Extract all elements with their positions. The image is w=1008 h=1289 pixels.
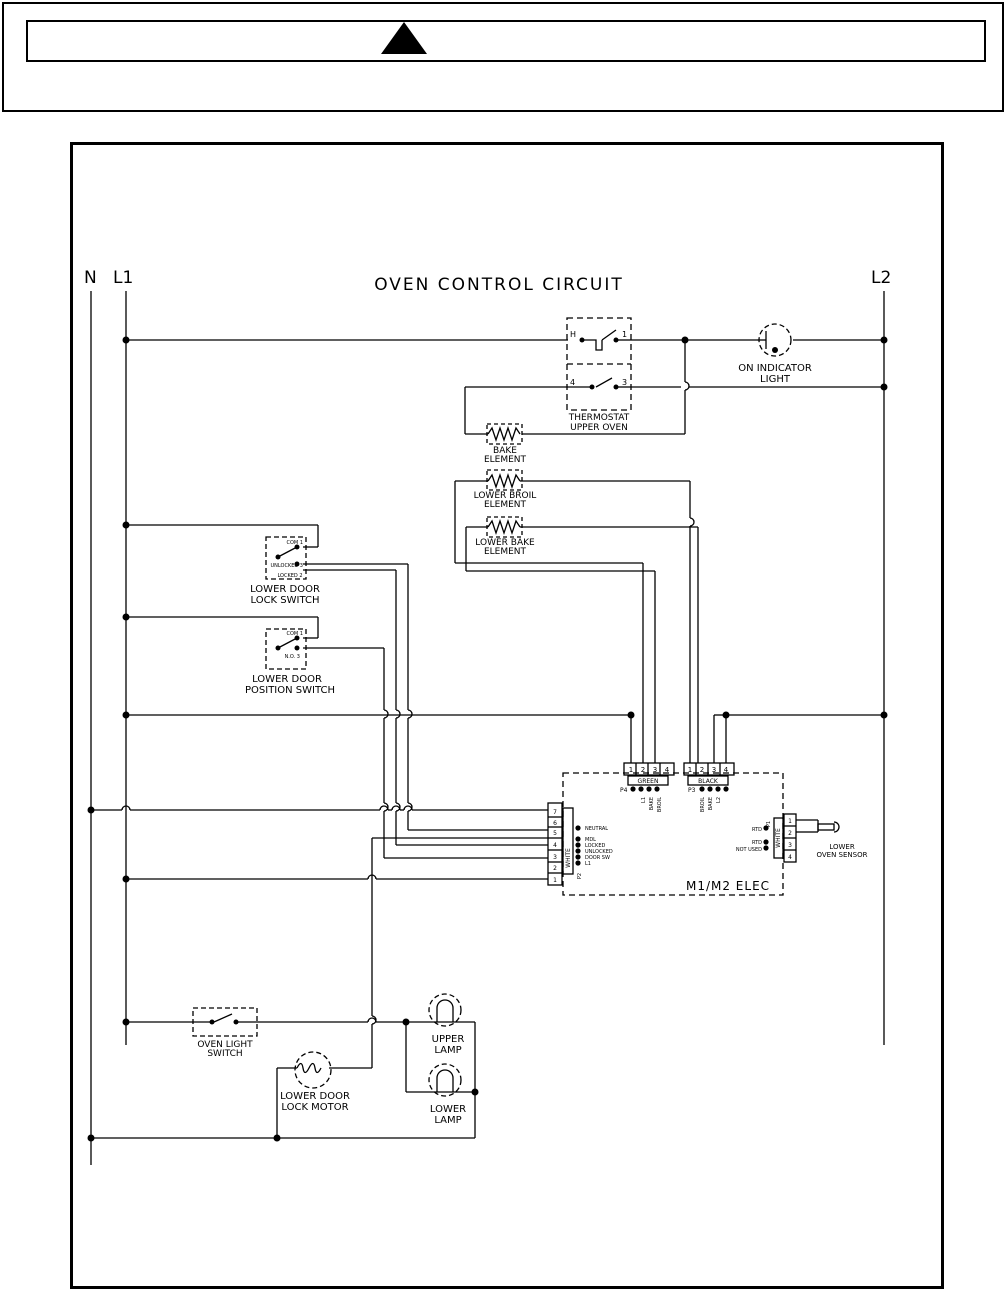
thermostat-sublabel: UPPER OVEN [570,423,628,433]
p2-pin-7: 7 [553,809,557,816]
lock-motor-icon [294,1051,332,1089]
p1-not-used: NOT USED [736,847,762,853]
position-switch-sublabel: POSITION SWITCH [245,685,335,696]
l2-bus-label: L2 [871,268,891,288]
bake-element-icon [487,425,521,443]
position-com-terminal: COM 1 [286,631,303,637]
p1-rtd-1: RTD [752,827,762,833]
sensor-sublabel: OVEN SENSOR [817,851,868,859]
p4-label: P4 [620,787,628,794]
p3-color: BLACK [698,778,719,785]
p1-pin-3: 3 [788,842,792,849]
p4-connector [623,762,675,776]
p3-pin-3: 3 [712,766,716,774]
lock-motor-label: LOWER DOOR [280,1091,350,1102]
lower-broil-sublabel: ELEMENT [484,500,527,510]
lock-com-terminal: COM 1 [286,540,303,546]
p2-signal-locked: LOCKED [585,843,605,849]
upper-lamp-label: UPPER [432,1034,465,1045]
door-lock-switch-box [265,536,307,580]
lower-bake-sublabel: ELEMENT [484,547,527,557]
p2-pin-4: 4 [553,842,557,849]
diagram-frame [70,142,944,1289]
p3-signal-l2: L2 [716,797,722,803]
lock-locked-terminal: LOCKED 2 [277,573,302,579]
thermostat-label: THERMOSTAT [568,413,630,423]
oven-light-switch-label: OVEN LIGHT [197,1040,253,1050]
p1-label: P1 [766,821,772,827]
thermostat-terminal-3: 3 [622,378,627,387]
lower-lamp-sublabel: LAMP [434,1115,461,1126]
p3-connector [683,762,735,776]
upper-lamp-sublabel: LAMP [434,1045,461,1056]
p2-signal-door-sw: DOOR SW [585,855,610,861]
bake-element-sublabel: ELEMENT [484,455,527,465]
junction-dots [87,336,888,1142]
p3-label: P3 [688,787,696,794]
lock-switch-label: LOWER DOOR [250,584,320,595]
lower-lamp-label: LOWER [430,1104,466,1115]
p1-pin-4: 4 [788,854,792,861]
p2-pin-3: 3 [553,854,557,861]
position-no-terminal: N.O. 3 [285,654,300,660]
warning-header-bar [26,20,986,62]
lock-motor-sublabel: LOCK MOTOR [281,1102,348,1113]
p3-pin-1: 1 [688,766,692,774]
p4-pin-4: 4 [665,766,670,774]
control-board-label: M1/M2 ELEC [686,879,770,893]
lock-unlocked-terminal: UNLOCKED 3 [271,563,304,569]
l1-bus-label: L1 [113,268,133,288]
indicator-sublabel: LIGHT [760,374,791,385]
oven-light-switch-sublabel: SWITCH [207,1049,242,1059]
p3-signal-bake: BAKE [708,797,714,810]
p4-pin-1: 1 [629,766,633,774]
indicator-label: ON INDICATOR [738,363,812,374]
p2-pin-1: 1 [553,877,557,884]
thermostat-terminal-4: 4 [570,378,575,387]
lower-bake-label: LOWER BAKE [475,538,535,548]
p2-signal-l1: L1 [585,861,591,867]
p1-pin-1: 1 [788,818,792,825]
p2-pin-6: 6 [553,820,557,827]
p2-signal-unlocked: UNLOCKED [585,849,613,855]
warning-box [2,2,1004,112]
p4-pin-2: 2 [641,766,645,774]
p4-pin-3: 3 [653,766,657,774]
lower-bake-element-icon [487,518,521,536]
bake-element-label: BAKE [493,446,517,456]
p2-pin-5: 5 [553,830,557,837]
neutral-bus-label: N [84,268,97,288]
p3-signal-broil: BROIL [700,797,706,812]
p1-color: WHITE [775,828,782,848]
p4-color: GREEN [638,778,659,785]
p2-color: WHITE [565,848,572,868]
lock-switch-sublabel: LOCK SWITCH [250,595,319,606]
p1-pin-2: 2 [788,830,792,837]
p2-signal-neutral: NEUTRAL [585,826,608,832]
door-position-switch-box [265,628,307,670]
p2-pin-2: 2 [553,865,557,872]
sensor-label: LOWER [829,843,855,851]
position-switch-label: LOWER DOOR [252,674,322,685]
warning-triangle-icon [381,22,427,54]
p3-pin-2: 2 [700,766,704,774]
upper-lamp-icon [428,993,462,1027]
lower-broil-element-icon [487,472,521,490]
oven-sensor-icon [833,821,840,833]
p4-signal-l1: L1 [641,797,647,803]
lower-lamp-icon [428,1063,462,1097]
lower-broil-label: LOWER BROIL [474,491,537,501]
thermostat-terminal-1: 1 [622,330,627,339]
p4-signal-bake: BAKE [649,797,655,810]
p2-label: P2 [577,873,583,879]
diagram-title: OVEN CONTROL CIRCUIT [374,275,624,295]
thermostat-terminal-h: H [570,330,576,339]
p1-rtd-2: RTD [752,840,762,846]
p2-signal-mdl: MDL [585,837,596,843]
p4-signal-broil: BROIL [657,797,663,812]
p3-pin-4: 4 [724,766,729,774]
p2-connector [547,802,563,886]
control-board-box [562,772,784,896]
